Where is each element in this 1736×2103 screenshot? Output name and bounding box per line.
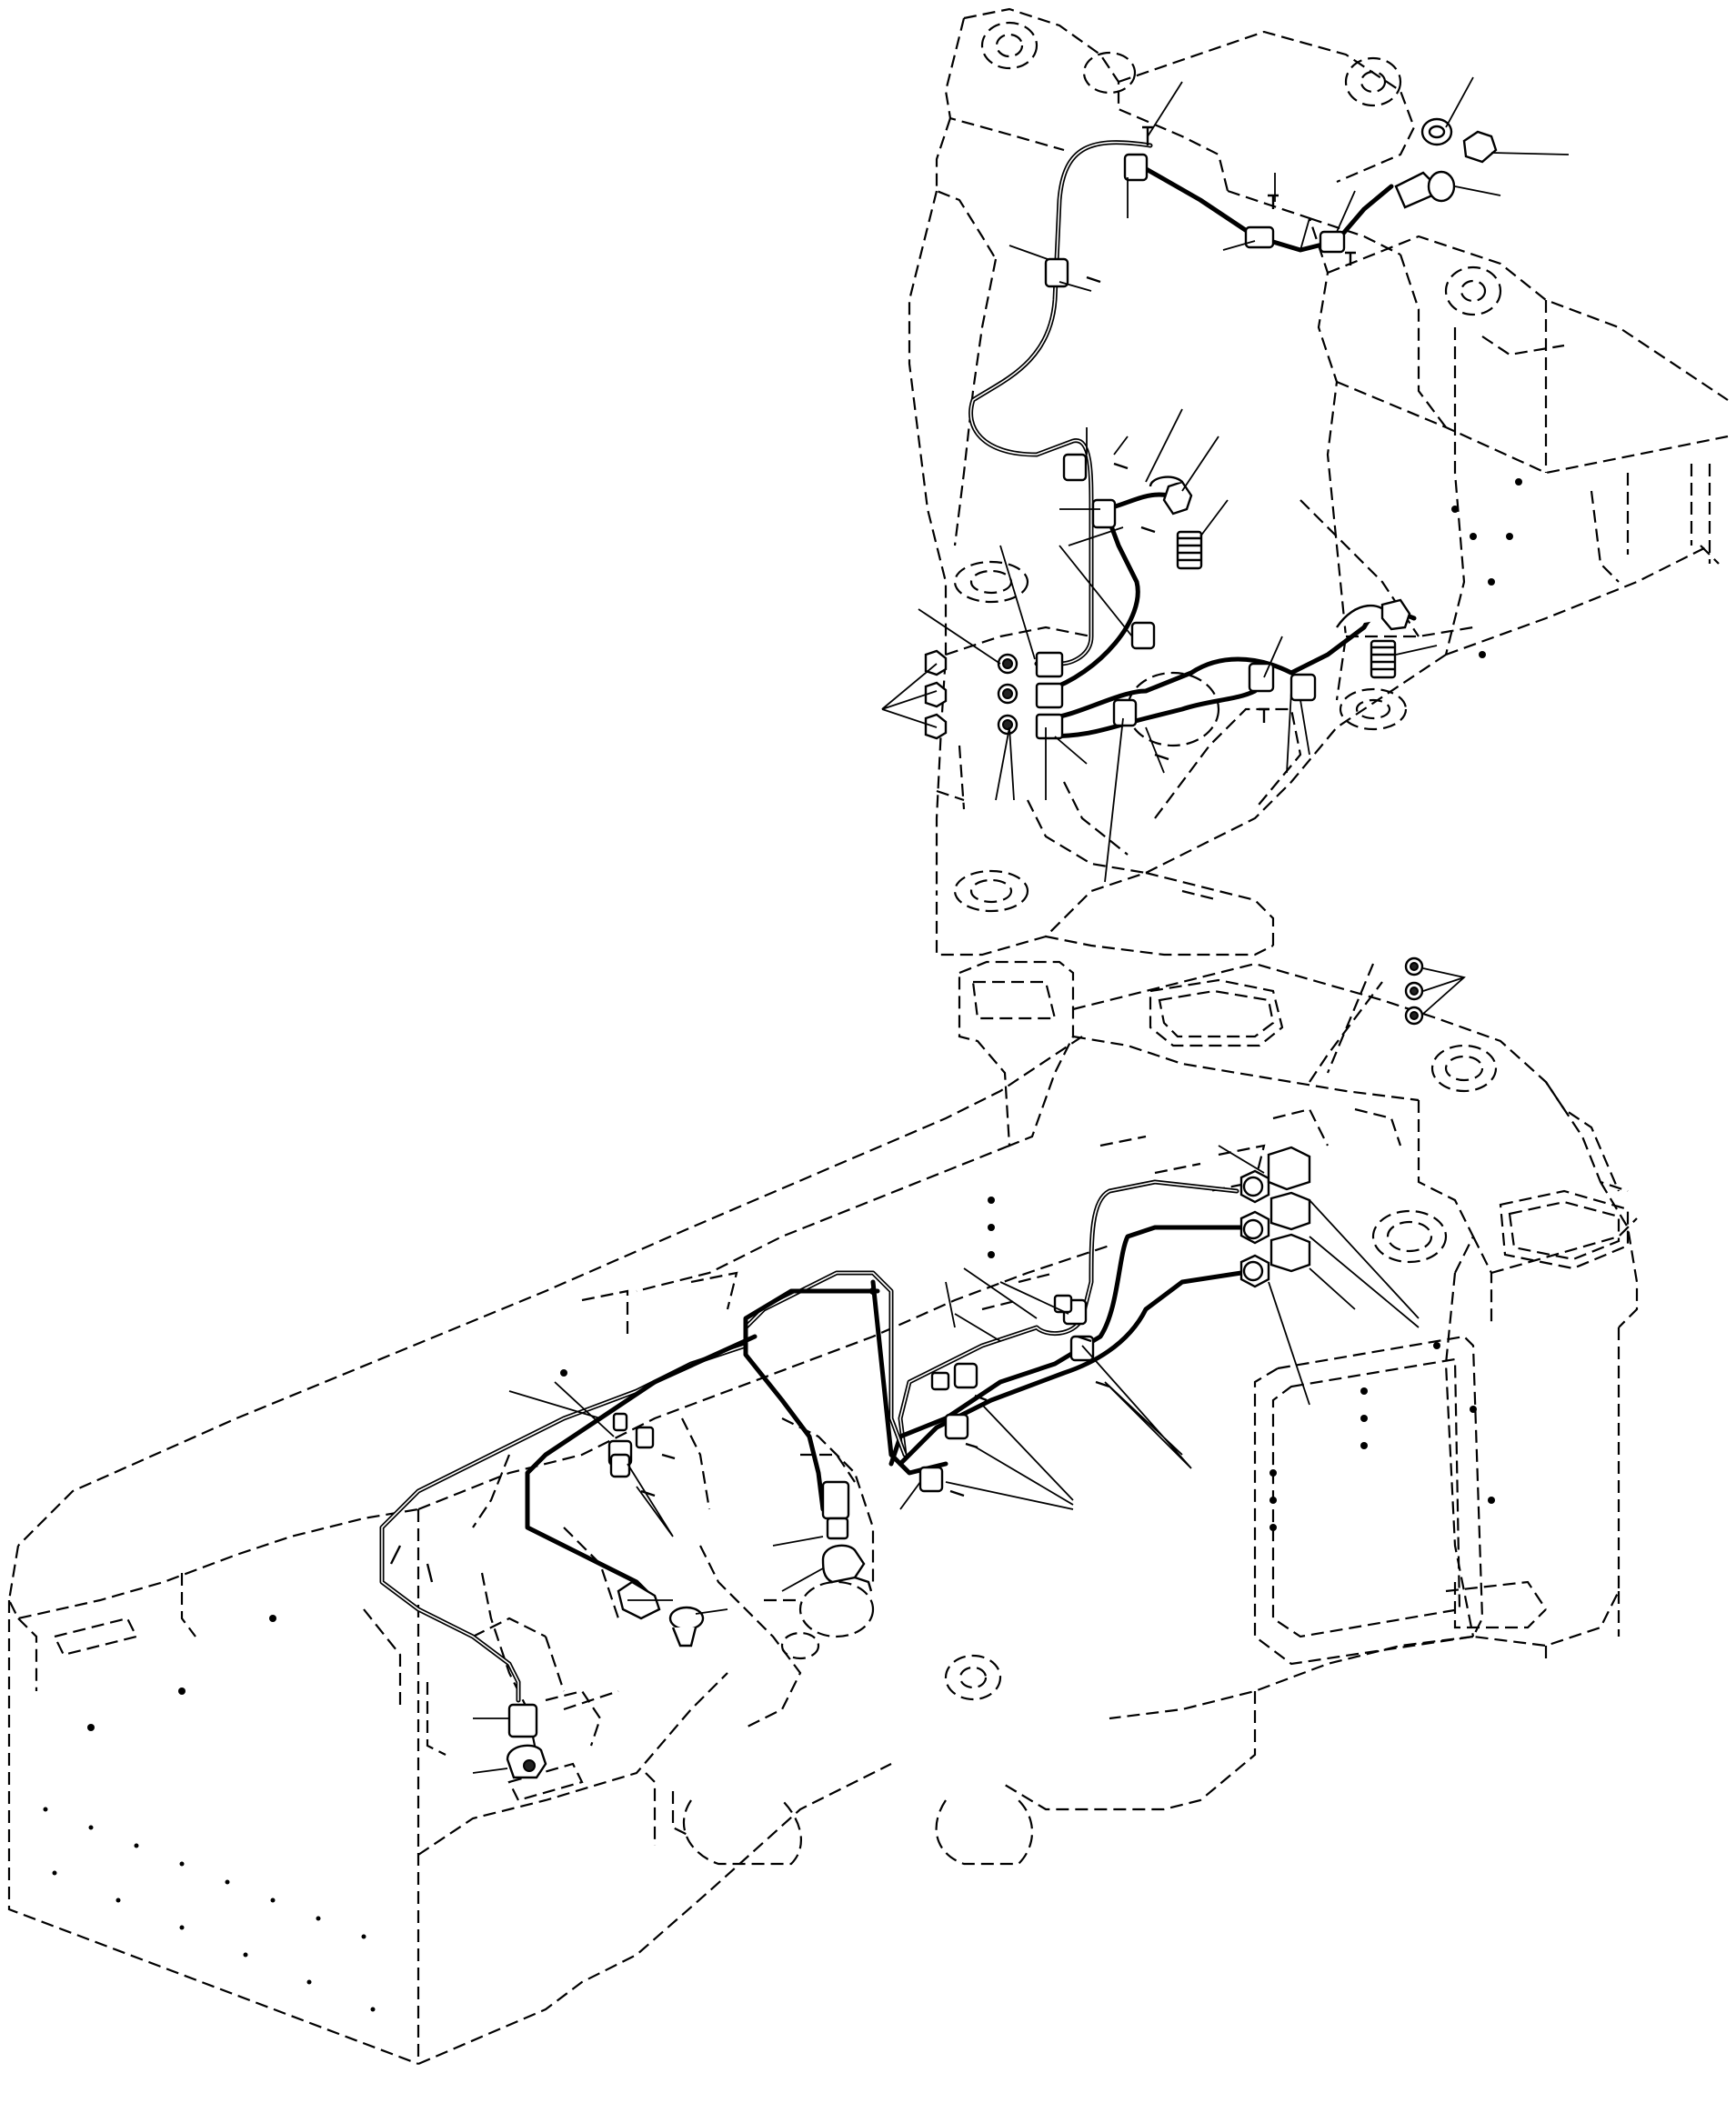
lower-frame-outline <box>7 960 1639 2066</box>
lower-callout-leaders <box>472 967 1466 1774</box>
upper-fittings <box>924 117 1498 761</box>
upper-assembly <box>881 7 1729 956</box>
upper-pipe-routing <box>968 140 1417 739</box>
lower-pipe-routing <box>379 1179 1244 1703</box>
upper-fitting-cluster <box>924 649 1064 740</box>
upper-tower-outline <box>908 7 1729 956</box>
upper-callout-leaders <box>881 76 1570 883</box>
lower-frame-assembly <box>7 956 1639 2066</box>
lower-fittings <box>389 956 1424 1779</box>
